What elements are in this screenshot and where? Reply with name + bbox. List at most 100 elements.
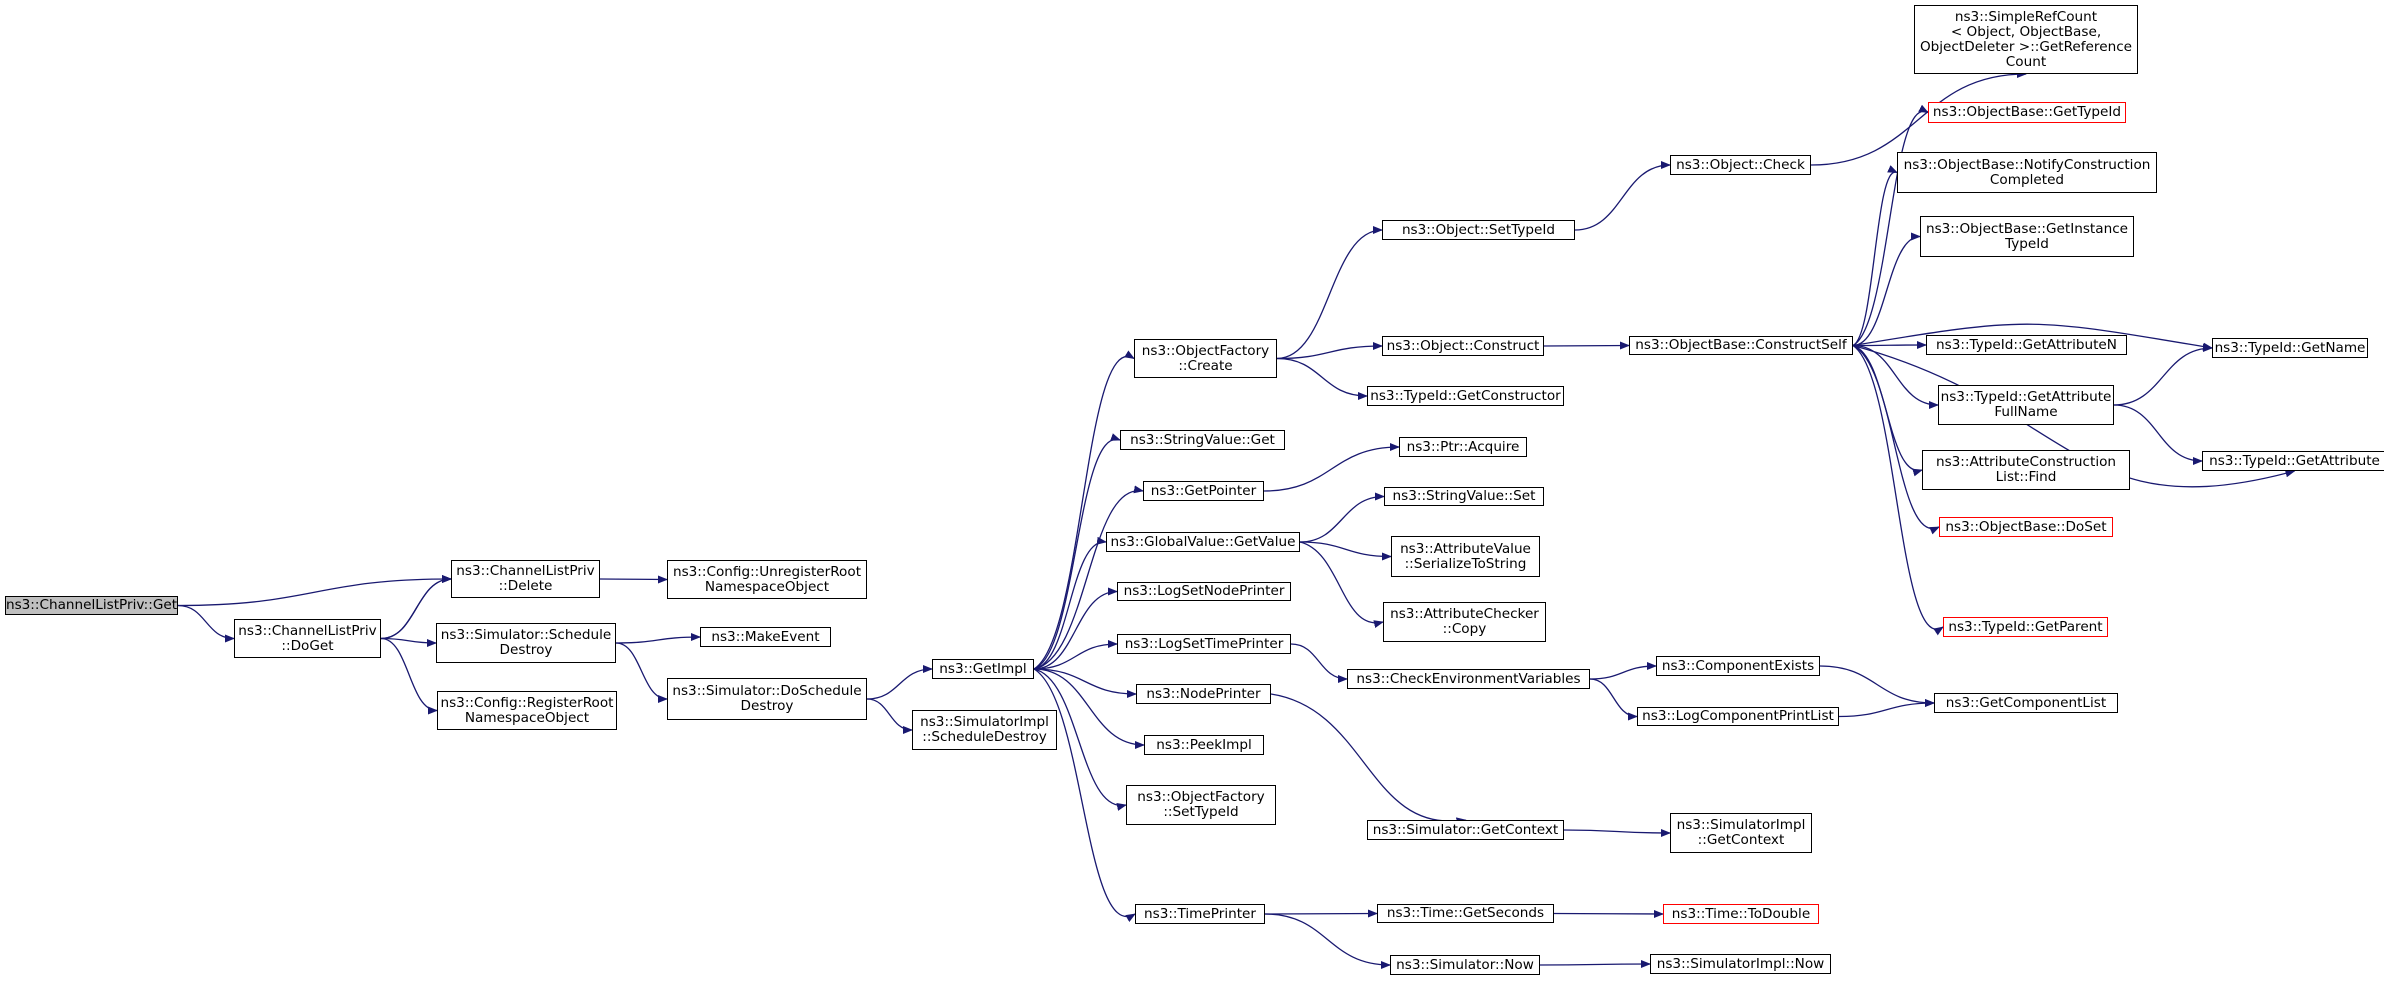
edge-n20-n31 (1574, 161, 1671, 231)
node-ns3-simulatorimpl-scheduledestroy[interactable]: ns3::SimulatorImpl ::ScheduleDestroy (912, 710, 1057, 750)
edge-n2-n1 (380, 575, 452, 640)
edge-n29-n36 (1553, 909, 1664, 918)
edge-n33-n47 (1819, 665, 1935, 707)
edge-n10-n21 (1276, 342, 1383, 360)
edge-n19-n30 (1264, 913, 1391, 969)
node-ns3-attributevalue-serializetostring[interactable]: ns3::AttributeValue ::SerializeToString (1391, 536, 1540, 577)
node-ns3-globalvalue-getvalue[interactable]: ns3::GlobalValue::GetValue (1106, 532, 1300, 552)
node-ns3-object-settypeid[interactable]: ns3::Object::SetTypeId (1382, 220, 1575, 240)
node-ns3-objectfactory-create[interactable]: ns3::ObjectFactory ::Create (1134, 339, 1277, 378)
edge-n8-n18 (1033, 668, 1127, 811)
node-ns3-stringvalue-set[interactable]: ns3::StringValue::Set (1384, 487, 1544, 506)
edge-n2-n5 (599, 575, 668, 584)
node-ns3-simulator-now[interactable]: ns3::Simulator::Now (1390, 955, 1540, 975)
node-ns3-componentexists[interactable]: ns3::ComponentExists (1656, 656, 1820, 676)
node-ns3-typeid-getattribute-fullname[interactable]: ns3::TypeId::GetAttribute FullName (1938, 385, 2114, 425)
node-ns3-makeevent[interactable]: ns3::MakeEvent (700, 627, 831, 647)
node-ns3-simplerefcount-object-objectbase-objectdeleter-getreference-count[interactable]: ns3::SimpleRefCount < Object, ObjectBase… (1914, 5, 2138, 74)
node-ns3-getcomponentlist[interactable]: ns3::GetComponentList (1934, 693, 2118, 713)
edge-n8-n15 (1033, 640, 1118, 670)
edge-n32-n40 (1852, 165, 1898, 347)
edge-n8-n10 (1033, 350, 1135, 670)
edge-n1-n3 (380, 637, 437, 647)
node-ns3-logcomponentprintlist[interactable]: ns3::LogComponentPrintList (1637, 707, 1839, 726)
node-ns3-attributeconstruction-list-find[interactable]: ns3::AttributeConstruction List::Find (1922, 450, 2130, 490)
node-ns3-simulator-getcontext[interactable]: ns3::Simulator::GetContext (1367, 820, 1564, 840)
edge-n15-n27 (1290, 643, 1348, 683)
edge-n32-n48 (1852, 323, 2213, 351)
node-ns3-simulatorimpl-now[interactable]: ns3::SimulatorImpl::Now (1650, 954, 1831, 974)
edge-n13-n24 (1299, 492, 1385, 543)
node-ns3-stringvalue-get[interactable]: ns3::StringValue::Get (1120, 430, 1285, 450)
edge-n32-n46 (1852, 344, 1944, 636)
edge-n27-n34 (1589, 678, 1638, 721)
node-ns3-object-construct[interactable]: ns3::Object::Construct (1382, 336, 1544, 356)
node-ns3-typeid-getconstructor[interactable]: ns3::TypeId::GetConstructor (1367, 386, 1564, 406)
node-ns3-logsetnodeprinter[interactable]: ns3::LogSetNodePrinter (1117, 582, 1291, 601)
node-ns3-getpointer[interactable]: ns3::GetPointer (1143, 481, 1264, 501)
node-ns3-simulatorimpl-getcontext[interactable]: ns3::SimulatorImpl ::GetContext (1670, 813, 1812, 853)
node-ns3-objectfactory-settypeid[interactable]: ns3::ObjectFactory ::SetTypeId (1126, 785, 1276, 825)
edge-n16-n28 (1270, 693, 1467, 826)
node-ns3-typeid-getattribute[interactable]: ns3::TypeId::GetAttribute (2202, 451, 2384, 471)
node-ns3-simulator-doschedule-destroy[interactable]: ns3::Simulator::DoSchedule Destroy (667, 678, 867, 720)
edge-n31-n38 (1810, 70, 2027, 166)
node-ns3-objectbase-getinstance-typeid[interactable]: ns3::ObjectBase::GetInstance TypeId (1920, 216, 2134, 257)
node-ns3-channellistpriv-delete[interactable]: ns3::ChannelListPriv ::Delete (451, 560, 600, 598)
node-ns3-checkenvironmentvariables[interactable]: ns3::CheckEnvironmentVariables (1347, 669, 1590, 689)
edge-n32-n43 (1852, 344, 1939, 409)
edge-n8-n17 (1033, 668, 1145, 749)
node-ns3-typeid-getattributen[interactable]: ns3::TypeId::GetAttributeN (1926, 335, 2127, 355)
edge-n8-n19 (1033, 668, 1136, 923)
node-ns3-getimpl[interactable]: ns3::GetImpl (932, 659, 1034, 679)
edge-n2-n0 (177, 575, 452, 607)
edge-n7-n8 (866, 665, 933, 700)
edge-n43-n49 (2113, 404, 2203, 465)
edge-n1-n4 (380, 637, 438, 715)
edge-n32-n45 (1852, 344, 1940, 535)
node-ns3-peekimpl[interactable]: ns3::PeekImpl (1144, 735, 1264, 755)
node-ns3-channellistpriv-get: ns3::ChannelListPriv::Get (5, 596, 178, 615)
edge-n32-n41 (1852, 232, 1921, 347)
node-ns3-time-getseconds[interactable]: ns3::Time::GetSeconds (1377, 904, 1554, 923)
node-ns3-simulator-schedule-destroy[interactable]: ns3::Simulator::Schedule Destroy (436, 623, 616, 663)
node-ns3-logsettimeprinter[interactable]: ns3::LogSetTimePrinter (1117, 634, 1291, 654)
node-ns3-typeid-getname[interactable]: ns3::TypeId::GetName (2212, 338, 2368, 358)
edge-n0-n1 (177, 604, 235, 643)
edge-n21-n32 (1543, 341, 1630, 350)
node-ns3-attributechecker-copy[interactable]: ns3::AttributeChecker ::Copy (1383, 602, 1546, 642)
node-ns3-object-check[interactable]: ns3::Object::Check (1670, 155, 1811, 175)
node-ns3-ptr-acquire[interactable]: ns3::Ptr::Acquire (1399, 437, 1527, 457)
node-ns3-typeid-getparent[interactable]: ns3::TypeId::GetParent (1943, 617, 2108, 637)
node-ns3-timeprinter[interactable]: ns3::TimePrinter (1135, 904, 1265, 924)
edge-n27-n33 (1589, 662, 1657, 680)
edge-n30-n37 (1539, 960, 1651, 969)
edge-n8-n11 (1033, 433, 1121, 670)
edge-n7-n9 (866, 698, 913, 734)
node-ns3-time-todouble[interactable]: ns3::Time::ToDouble (1663, 904, 1819, 924)
edge-n13-n25 (1299, 541, 1392, 561)
node-ns3-config-registerroot-namespaceobject[interactable]: ns3::Config::RegisterRoot NamespaceObjec… (437, 691, 617, 730)
node-ns3-objectbase-doset[interactable]: ns3::ObjectBase::DoSet (1939, 517, 2113, 537)
node-ns3-nodeprinter[interactable]: ns3::NodePrinter (1136, 684, 1271, 704)
edge-n34-n47 (1838, 699, 1935, 718)
edge-n8-n14 (1033, 587, 1118, 670)
edge-n10-n22 (1276, 357, 1368, 400)
edge-n13-n26 (1299, 541, 1384, 628)
node-ns3-objectbase-gettypeid[interactable]: ns3::ObjectBase::GetTypeId (1928, 102, 2126, 123)
edge-n12-n23 (1263, 443, 1400, 492)
node-ns3-channellistpriv-doget[interactable]: ns3::ChannelListPriv ::DoGet (234, 619, 381, 658)
edge-n19-n29 (1264, 909, 1378, 918)
edge-n10-n20 (1276, 226, 1383, 360)
edge-n8-n16 (1033, 668, 1137, 698)
node-ns3-objectbase-constructself[interactable]: ns3::ObjectBase::ConstructSelf (1629, 336, 1853, 355)
edge-n43-n48 (2113, 344, 2213, 406)
edge-n8-n13 (1033, 536, 1107, 670)
node-ns3-config-unregisterroot-namespaceobject[interactable]: ns3::Config::UnregisterRoot NamespaceObj… (667, 560, 867, 599)
edge-n28-n35 (1563, 828, 1671, 837)
node-ns3-objectbase-notifyconstruction-completed[interactable]: ns3::ObjectBase::NotifyConstruction Comp… (1897, 152, 2157, 193)
edge-n32-n42 (1852, 341, 1927, 350)
edge-n32-n39 (1852, 104, 1929, 347)
